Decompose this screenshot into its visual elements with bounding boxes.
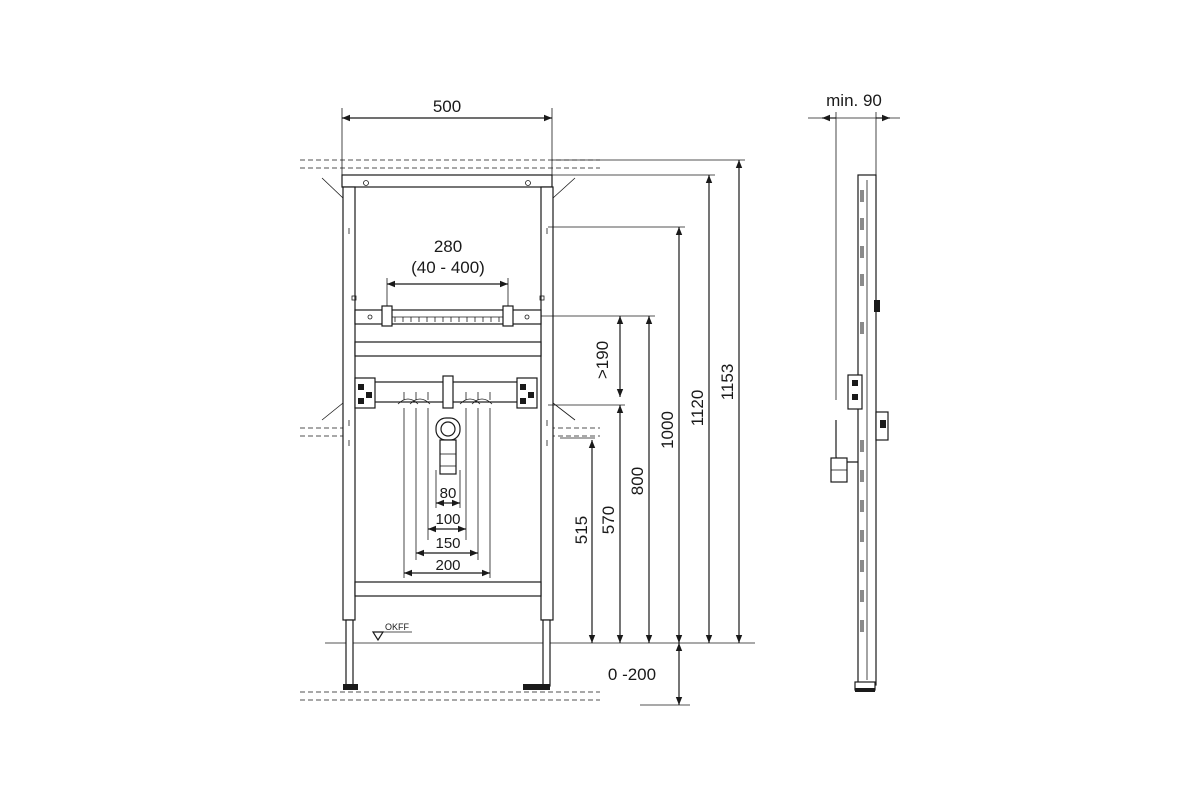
side-depth-dimension: [808, 112, 900, 400]
drain-elbow: [435, 417, 461, 475]
bracket-label: 280: [434, 237, 462, 256]
width-label: 500: [433, 97, 461, 116]
okff-label: OKFF: [385, 622, 410, 632]
label-515: 515: [572, 516, 591, 544]
floor-line: [300, 691, 600, 701]
depth-label: min. 90: [826, 91, 882, 110]
vertical-dimensions: [588, 160, 743, 705]
ceiling-line: [300, 159, 600, 169]
wall-anchor-brackets: [321, 177, 576, 421]
height-reference-lines: [541, 159, 745, 706]
drain-label-150: 150: [435, 535, 460, 552]
label-570: 570: [599, 506, 618, 534]
label-800: 800: [628, 467, 647, 495]
front-frame: [341, 174, 554, 690]
label-min-190: >190: [593, 341, 612, 379]
drain-dimensions: [404, 499, 490, 577]
drain-extension-lines: [403, 408, 491, 578]
drain-label-80: 80: [440, 485, 457, 502]
drain-label-100: 100: [435, 511, 460, 528]
bracket-dimension: [386, 278, 509, 306]
label-foot-adjust: 0 -200: [608, 665, 656, 684]
mid-wall-line: [300, 427, 600, 437]
width-dimension: [341, 108, 553, 175]
side-frame: [830, 174, 889, 692]
bracket-range-label: (40 - 400): [411, 258, 485, 277]
drain-label-200: 200: [435, 557, 460, 574]
label-1120: 1120: [688, 390, 707, 427]
label-1153: 1153: [718, 364, 737, 401]
label-1000: 1000: [658, 411, 677, 449]
